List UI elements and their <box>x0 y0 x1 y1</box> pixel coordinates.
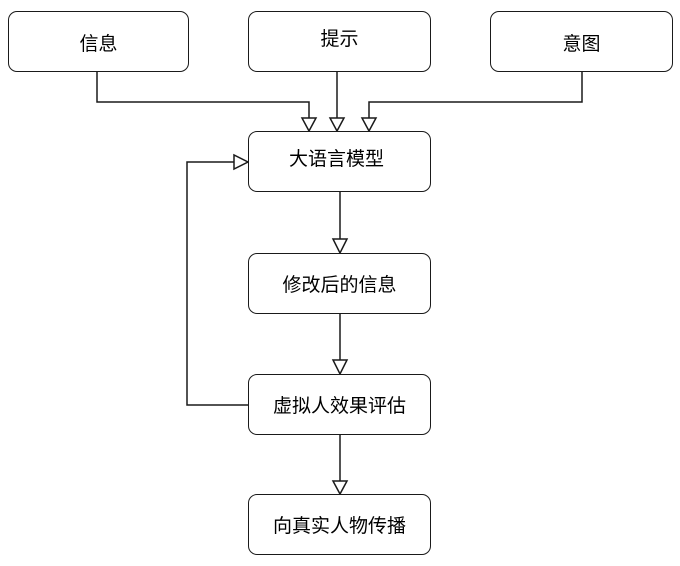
node-prompt-label: 提示 <box>320 28 359 50</box>
arrowhead-intent <box>360 117 378 133</box>
node-virtual-eval-label: 虚拟人效果评估 <box>272 395 406 417</box>
arrowhead-real <box>331 480 349 496</box>
node-llm-label: 大语言模型 <box>288 148 384 170</box>
node-llm: 大语言模型 <box>248 131 431 192</box>
node-prompt: 提示 <box>248 11 431 72</box>
arrowhead-info <box>300 117 318 133</box>
node-real-spread: 向真实人物传播 <box>248 494 431 555</box>
edge-info-to-llm <box>96 72 310 118</box>
node-real-spread-label: 向真实人物传播 <box>272 515 406 537</box>
arrowhead-feedback <box>233 153 250 171</box>
node-info-label: 信息 <box>79 33 118 55</box>
arrowhead-prompt <box>328 117 346 133</box>
node-modified-info: 修改后的信息 <box>248 253 431 314</box>
node-modified-info-label: 修改后的信息 <box>282 274 397 296</box>
node-intent-label: 意图 <box>562 33 601 55</box>
arrowhead-modified <box>331 238 349 255</box>
node-virtual-eval: 虚拟人效果评估 <box>248 374 431 435</box>
edge-eval-feedback-to-llm <box>186 161 248 406</box>
node-intent: 意图 <box>490 11 673 72</box>
arrowhead-eval <box>331 359 349 376</box>
edge-intent-to-llm <box>368 72 583 118</box>
node-info: 信息 <box>8 11 189 72</box>
